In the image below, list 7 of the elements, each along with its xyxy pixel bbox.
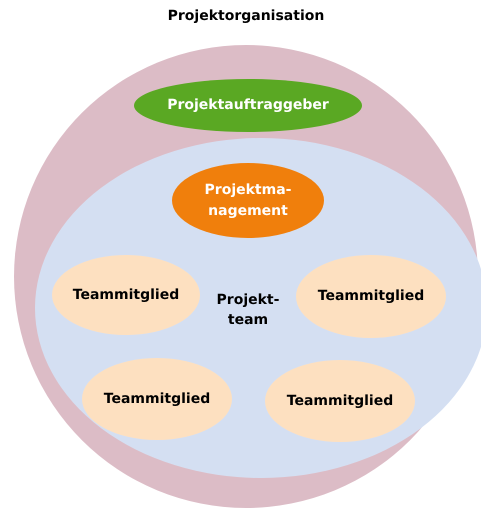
group-label: Projektorganisation xyxy=(166,8,326,24)
member-ellipse: Teammitglied xyxy=(52,255,200,335)
management-ellipse: Projektma- nagement xyxy=(172,163,324,238)
member-ellipse: Teammitglied xyxy=(82,358,232,440)
member-ellipse: Teammitglied xyxy=(265,360,415,442)
member-ellipse: Teammitglied xyxy=(296,255,446,338)
group-label: Projekt- team xyxy=(216,291,280,330)
